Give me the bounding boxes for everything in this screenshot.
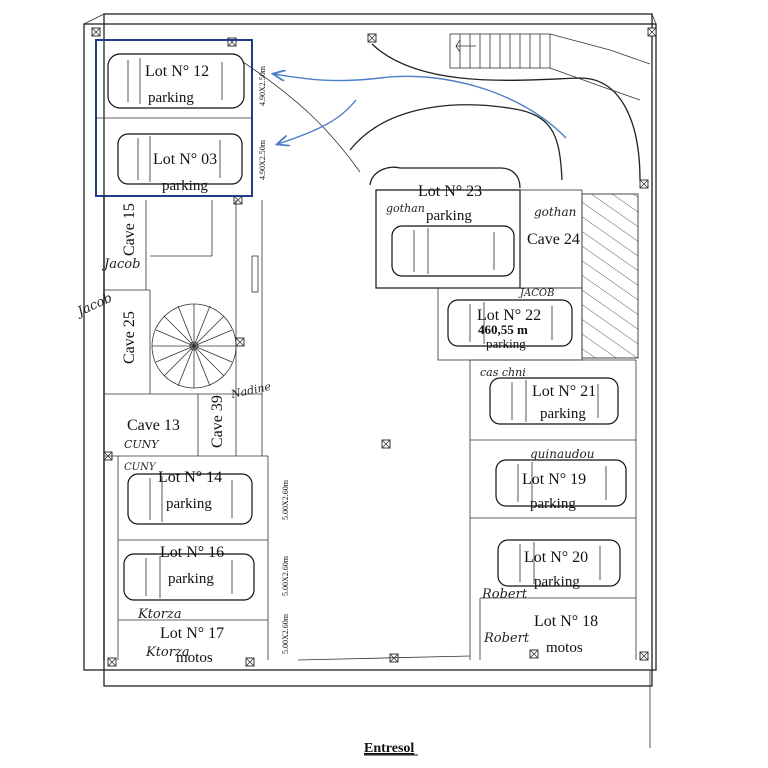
lot-12-use: parking xyxy=(148,90,194,106)
lot-17-label: Lot N° 17 xyxy=(160,625,224,642)
lot-22-label: Lot N° 22 xyxy=(477,307,541,324)
cave-39-note: Nadine xyxy=(229,380,273,401)
lot-22-use: parking xyxy=(486,336,526,351)
cave-15-note: Jacob xyxy=(101,257,140,272)
lot-03-label: Lot N° 03 xyxy=(153,151,217,168)
cave-39: Cave 39 Nadine xyxy=(209,380,273,448)
cave-13-note: CUNY xyxy=(124,438,160,451)
lot-14-dimension-2: 5.00X2.60m xyxy=(281,555,290,596)
lot-03-dimension: 4.90X2.50m xyxy=(258,139,267,180)
lot-16-dimension: 5.00X2.60m xyxy=(281,613,290,654)
left-rooms xyxy=(103,196,269,660)
lot-23: Lot N° 23 parking gothan xyxy=(386,183,515,277)
lot-20-note: Robert xyxy=(481,587,528,602)
cave-24: Cave 24 gothan xyxy=(527,205,580,248)
lot-23-label: Lot N° 23 xyxy=(418,183,482,200)
floor-line xyxy=(297,655,471,661)
lot-19-use: parking xyxy=(530,496,576,512)
lot-12-dimension: 4.90X2.50m xyxy=(258,65,267,106)
floor-title: Entresol xyxy=(364,741,414,756)
lot-21: Lot N° 21 parking cas chni xyxy=(480,366,619,425)
lot-12: Lot N° 12 parking 4.90X2.50m xyxy=(107,53,267,109)
entry-arrows xyxy=(274,74,567,144)
lot-20-label: Lot N° 20 xyxy=(524,549,588,566)
spiral-staircase xyxy=(151,303,237,389)
lot-14-label: Lot N° 14 xyxy=(158,469,222,486)
lot-18-label: Lot N° 18 xyxy=(534,613,598,630)
lot-20: Lot N° 20 parking Robert xyxy=(481,539,621,602)
lot-19-note: quinaudou xyxy=(530,447,595,461)
lot-14: Lot N° 14 parking CUNY 5.00X2.60m 5.00X2… xyxy=(124,462,290,596)
lot-03-use: parking xyxy=(162,178,208,194)
cave-13-label: Cave 13 xyxy=(127,417,180,434)
lot-19: Lot N° 19 parking quinaudou xyxy=(495,447,627,512)
cave-15-label: Cave 15 xyxy=(121,203,138,256)
lot-21-note: cas chni xyxy=(480,366,526,379)
cave-25: Cave 25 Jacob xyxy=(73,291,138,364)
right-rooms xyxy=(375,189,639,660)
lot-16-label: Lot N° 16 xyxy=(160,544,224,561)
lot-20-use: parking xyxy=(534,574,580,590)
cave-25-note: Jacob xyxy=(73,291,115,321)
lot-19-label: Lot N° 19 xyxy=(522,471,586,488)
cave-25-label: Cave 25 xyxy=(121,311,138,364)
lot-16-note: Ktorza xyxy=(137,607,182,622)
lot-21-label: Lot N° 21 xyxy=(532,383,596,400)
lot-22: Lot N° 22 460,55 m parking JACOB xyxy=(447,288,573,351)
stairs-top xyxy=(449,33,651,101)
lot-14-dimension: 5.00X2.60m xyxy=(281,479,290,520)
cave-24-note: gothan xyxy=(534,205,576,219)
lot-18-note: Robert xyxy=(483,631,530,646)
lot-14-use: parking xyxy=(166,496,212,512)
lot-23-use: parking xyxy=(426,208,472,224)
lot-22-area: 460,55 m xyxy=(478,322,528,337)
lot-18-use: motos xyxy=(546,640,583,656)
cave-15: Cave 15 Jacob xyxy=(101,203,140,272)
lot-17-use: motos xyxy=(176,650,213,666)
ramp xyxy=(239,43,641,189)
lot-18: Lot N° 18 motos Robert xyxy=(483,613,598,656)
cave-39-label: Cave 39 xyxy=(209,395,226,448)
cave-13: Cave 13 CUNY xyxy=(124,417,180,451)
lot-17: Lot N° 17 motos Ktorza xyxy=(145,625,224,666)
lot-16-use: parking xyxy=(168,571,214,587)
lot-17-note: Ktorza xyxy=(145,645,190,660)
lot-23-note: gothan xyxy=(386,202,425,215)
lot-21-use: parking xyxy=(540,406,586,422)
lot-16: Lot N° 16 parking Ktorza 5.00X2.60m xyxy=(123,544,290,654)
cave-24-label: Cave 24 xyxy=(527,231,580,248)
lot-12-label: Lot N° 12 xyxy=(145,63,209,80)
lot-14-note: CUNY xyxy=(124,462,157,473)
lot-22-note: JACOB xyxy=(518,288,554,299)
lot-03: Lot N° 03 parking 4.90X2.50m xyxy=(117,133,267,194)
